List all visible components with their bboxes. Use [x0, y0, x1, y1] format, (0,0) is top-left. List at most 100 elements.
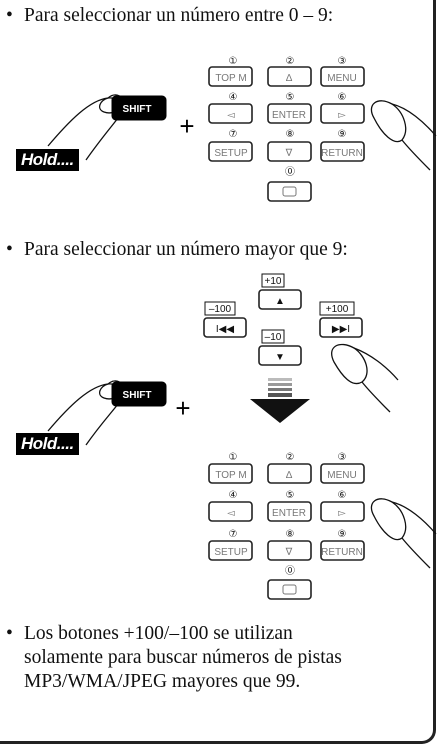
up-button[interactable]: ∆	[267, 66, 312, 87]
right-hand-icon	[370, 100, 437, 171]
number-3-label: ③	[338, 56, 347, 67]
svg-text:▼: ▼	[275, 352, 285, 363]
svg-text:MENU: MENU	[327, 73, 356, 84]
svg-text:SETUP: SETUP	[214, 148, 248, 159]
number-6-label: ⑥	[338, 490, 347, 501]
skip-prev-button[interactable]: I◀◀	[203, 317, 247, 338]
keypad-1: ① ② ③ TOP M ∆ MENU ④ ⑤ ⑥ ◅ ENTER ▻	[208, 56, 365, 202]
svg-text:∇: ∇	[285, 148, 293, 159]
number-8-label: ⑧	[286, 129, 295, 140]
skip-down-button[interactable]: ▼	[258, 345, 302, 366]
number-1-label: ①	[229, 452, 238, 463]
svg-text:RETURN: RETURN	[321, 148, 363, 159]
number-7-label: ⑦	[229, 129, 238, 140]
plus-sign: +	[179, 111, 194, 141]
skip-next-button[interactable]: ▶▶I	[319, 317, 363, 338]
return-button[interactable]: RETURN	[320, 540, 365, 561]
svg-text:ENTER: ENTER	[272, 508, 306, 519]
svg-text:▻: ▻	[338, 508, 346, 519]
right-hand-icon	[370, 498, 437, 569]
plus10-label: +10	[265, 276, 282, 287]
number-2-label: ②	[286, 452, 295, 463]
menu-button[interactable]: MENU	[320, 66, 365, 87]
bullet: •	[6, 623, 13, 644]
enter-button[interactable]: ENTER	[267, 501, 312, 522]
left-hand-icon	[47, 94, 123, 161]
number-9-label: ⑨	[338, 129, 347, 140]
zero-button[interactable]	[267, 181, 312, 202]
svg-text:◅: ◅	[227, 508, 235, 519]
menu-button[interactable]: MENU	[320, 463, 365, 484]
svg-text:TOP M: TOP M	[215, 470, 246, 481]
number-0-label: ⓪	[285, 166, 295, 178]
left-button[interactable]: ◅	[208, 501, 253, 522]
right-hand-icon	[331, 343, 399, 413]
number-0-label: ⓪	[285, 565, 295, 577]
section1-heading: • Para seleccionar un número entre 0 – 9:	[6, 4, 333, 28]
up-button[interactable]: ∆	[267, 463, 312, 484]
number-7-label: ⑦	[229, 529, 238, 540]
section2-text: Para seleccionar un número mayor que 9:	[24, 239, 348, 260]
plus100-label: +100	[326, 304, 349, 315]
top-m-button[interactable]: TOP M	[208, 463, 253, 484]
svg-text:∇: ∇	[285, 547, 293, 558]
svg-text:I◀◀: I◀◀	[216, 324, 234, 335]
svg-text:▻: ▻	[338, 110, 346, 121]
note-line-2: solamente para buscar números de pistas	[24, 647, 342, 668]
number-5-label: ⑤	[286, 92, 295, 103]
svg-text:∆: ∆	[286, 470, 293, 481]
number-1-label: ①	[229, 56, 238, 67]
bullet: •	[6, 5, 13, 26]
bullet: •	[6, 239, 13, 260]
section1-text: Para seleccionar un número entre 0 – 9:	[24, 5, 334, 26]
number-8-label: ⑧	[286, 529, 295, 540]
number-6-label: ⑥	[338, 92, 347, 103]
down-button[interactable]: ∇	[267, 141, 312, 162]
svg-text:▶▶I: ▶▶I	[332, 324, 350, 335]
note-line-3: MP3/WMA/JPEG mayores que 99.	[24, 671, 301, 692]
minus100-label: –100	[209, 304, 232, 315]
svg-text:TOP M: TOP M	[215, 73, 246, 84]
setup-button[interactable]: SETUP	[208, 540, 253, 561]
note-paragraph: • Los botones +100/–100 se utilizan solam…	[6, 622, 406, 694]
svg-text:RETURN: RETURN	[321, 547, 363, 558]
right-button[interactable]: ▻	[320, 103, 365, 124]
number-5-label: ⑤	[286, 490, 295, 501]
skip-up-button[interactable]: ▲	[258, 289, 302, 310]
plus-sign: +	[175, 393, 190, 423]
svg-text:ENTER: ENTER	[272, 110, 306, 121]
number-4-label: ④	[229, 92, 238, 103]
left-hand-icon	[47, 380, 123, 446]
hold-label: Hold....	[16, 433, 79, 455]
left-button[interactable]: ◅	[208, 103, 253, 124]
number-4-label: ④	[229, 490, 238, 501]
svg-text:SHIFT: SHIFT	[123, 390, 152, 401]
shift-button[interactable]: SHIFT	[111, 95, 167, 121]
section2-heading: • Para seleccionar un número mayor que 9:	[6, 238, 348, 262]
svg-text:MENU: MENU	[327, 470, 356, 481]
enter-button[interactable]: ENTER	[267, 103, 312, 124]
svg-text:∆: ∆	[286, 73, 293, 84]
svg-text:SHIFT: SHIFT	[123, 104, 152, 115]
keypad-2: ① ② ③ TOP M ∆ MENU ④ ⑤ ⑥ ◅ ENTER ▻ ⑦	[208, 452, 365, 600]
number-2-label: ②	[286, 56, 295, 67]
right-button[interactable]: ▻	[320, 501, 365, 522]
hold-label: Hold....	[16, 149, 79, 171]
minus10-label: –10	[265, 332, 282, 343]
number-9-label: ⑨	[338, 529, 347, 540]
skip-pad: +10 ▲ –100 I◀◀ +100 ▶▶I –10 ▼	[203, 273, 363, 366]
shift-button[interactable]: SHIFT	[111, 381, 167, 407]
down-button[interactable]: ∇	[267, 540, 312, 561]
arrow-down-icon	[250, 378, 310, 423]
svg-text:▲: ▲	[275, 296, 285, 307]
setup-button[interactable]: SETUP	[208, 141, 253, 162]
note-line-1: Los botones +100/–100 se utilizan	[24, 623, 293, 644]
svg-text:◅: ◅	[227, 110, 235, 121]
svg-text:SETUP: SETUP	[214, 547, 248, 558]
return-button[interactable]: RETURN	[320, 141, 365, 162]
number-3-label: ③	[338, 452, 347, 463]
zero-button[interactable]	[267, 579, 312, 600]
top-m-button[interactable]: TOP M	[208, 66, 253, 87]
